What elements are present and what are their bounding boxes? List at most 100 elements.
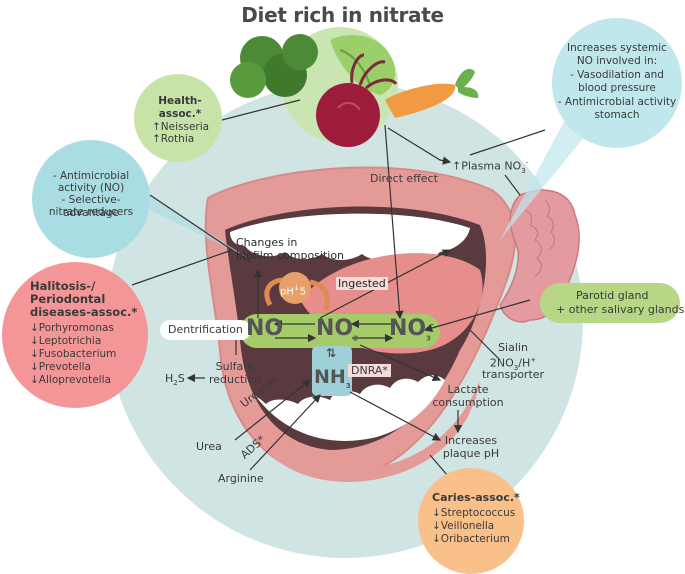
systemic-line: - Antimicrobial activity [557, 96, 677, 108]
lactate-label-1: Lactate [447, 383, 489, 396]
plasma-text: ↑Plasma NO [452, 159, 522, 173]
ph-badge [279, 272, 311, 304]
h2s-sub: 2 [173, 379, 178, 388]
denitrification-label: Dentrification [160, 320, 251, 340]
systemic-bubble [552, 18, 682, 148]
caries-bubble [418, 468, 524, 574]
arrow-halitosis [131, 249, 233, 286]
nh3-box [312, 346, 352, 396]
nh3-molecule: NH3 [314, 366, 351, 390]
plasma-sup: - [525, 159, 529, 167]
no2-sub: 2 [353, 334, 358, 343]
nh3-arrows: ⇅ [326, 346, 337, 360]
page-title: Diet rich in nitrate [241, 3, 444, 27]
caries-item: ↓Oribacterium [432, 533, 510, 545]
caries-item: ↓Veillonella [432, 520, 495, 532]
arrow-urea [234, 379, 311, 441]
halitosis-item: ↓Fusobacterium [30, 348, 117, 360]
parotid-texture [524, 199, 556, 277]
no3-sub: 3 [426, 334, 431, 343]
antimicrobial-bubble [32, 140, 150, 258]
systemic-line: - Vasodilation and [570, 69, 664, 81]
antimicrobial-line: nitrate reducers [48, 206, 134, 218]
urea-label: Urea [196, 440, 222, 453]
ph-value: 5 [299, 286, 307, 298]
halitosis-item: ↓Prevotella [30, 361, 91, 373]
health-bubble [134, 74, 222, 162]
arrow-lactate [359, 344, 442, 381]
increases-label-1: Increases [444, 434, 498, 447]
nh3-text: NH [314, 366, 346, 388]
caries-heading: Caries-assoc.* [432, 491, 520, 504]
systemic-line: stomach [594, 109, 640, 121]
no3-sup: - [431, 320, 434, 329]
antimicrobial-line: - Antimicrobial [52, 170, 130, 182]
h2s-text: H [165, 372, 174, 385]
arginine-label: Arginine [218, 472, 264, 485]
health-heading: Health-assoc.* [158, 95, 202, 120]
beetroot-icon [316, 53, 398, 147]
halitosis-heading: diseases-assoc.* [30, 305, 138, 319]
halitosis-item: ↓Alloprevotella [30, 374, 111, 386]
plasma-sub: 3 [521, 166, 526, 175]
halitosis-heading: Halitosis-/ [30, 279, 96, 293]
ray-antimicrobial [140, 188, 248, 258]
lactate-label-2: consumption [432, 396, 504, 409]
biofilm-label-2: biofilm composition [236, 249, 345, 262]
sulfate-label-2: reduction [208, 373, 262, 386]
nh3-sub: 3 [345, 381, 351, 390]
arrow-plasma [387, 127, 452, 165]
parotid-label-1: Parotid gland [576, 289, 649, 302]
ingested-label: Ingested [336, 277, 388, 290]
no2-text: NO [316, 316, 354, 341]
sialin-tail: /H [518, 356, 531, 370]
sialin-label-3: transporter [481, 368, 545, 381]
direct-effect-label: Direct effect [370, 172, 438, 185]
arrow-direct [384, 124, 404, 320]
arrow-nh3-plaque [349, 391, 442, 441]
health-item: ↑Neisseria [152, 121, 210, 133]
lower-teeth [255, 375, 445, 441]
arrow-parotid [423, 299, 531, 333]
arrow-antimicrobial [149, 194, 251, 263]
broccoli-icon [230, 34, 318, 98]
lower-lip [240, 380, 480, 482]
no2-molecule: NO2- [316, 316, 361, 342]
biofilm-label-1: Changes in [236, 236, 298, 249]
halitosis-bubble [2, 262, 148, 408]
arrow-plasma-down [504, 174, 521, 196]
plasma-label: ↑Plasma NO3- [452, 157, 528, 178]
carrot-icon [385, 68, 479, 118]
systemic-line: Increases systemic [567, 42, 667, 54]
sialin-sub: 3 [513, 363, 519, 372]
increases-label-2: plaque pH [442, 447, 500, 460]
sialin-text: 2NO [489, 356, 514, 370]
dnra-label: DNRA* [348, 364, 391, 377]
arrow-arginine [249, 394, 321, 471]
no-molecule: NO [246, 316, 284, 341]
parotid-bar [540, 283, 680, 323]
antimicrobial-line: - Selective-advantage [61, 194, 121, 219]
arrow-health [221, 99, 301, 121]
ph-label: pH↓5 [280, 282, 306, 298]
sialin-label-1: Sialin [498, 341, 528, 354]
ray-systemic [500, 120, 590, 240]
arrow-sialin [469, 329, 501, 361]
halitosis-item: ↓Porhyromonas [30, 322, 114, 334]
parotid-label-2: + other salivary glands [556, 303, 685, 316]
sialin-label-2: 2NO3/H+ [478, 354, 548, 375]
h2s-label: H2S [165, 372, 185, 390]
h2s-tail: S [177, 372, 185, 385]
no3-text: NO [389, 316, 427, 341]
no2-sup: - [358, 320, 361, 329]
arrow-systemic [469, 129, 546, 156]
systemic-line: blood pressure [578, 82, 656, 94]
no3-molecule: NO3- [389, 316, 434, 342]
upper-teeth [230, 213, 470, 261]
health-item: ↑Rothia [152, 133, 195, 145]
halitosis-heading: Periodontal [30, 292, 106, 306]
systemic-line: NO involved in: [576, 55, 658, 67]
ph-arrow-sup: ↓ [293, 284, 300, 292]
